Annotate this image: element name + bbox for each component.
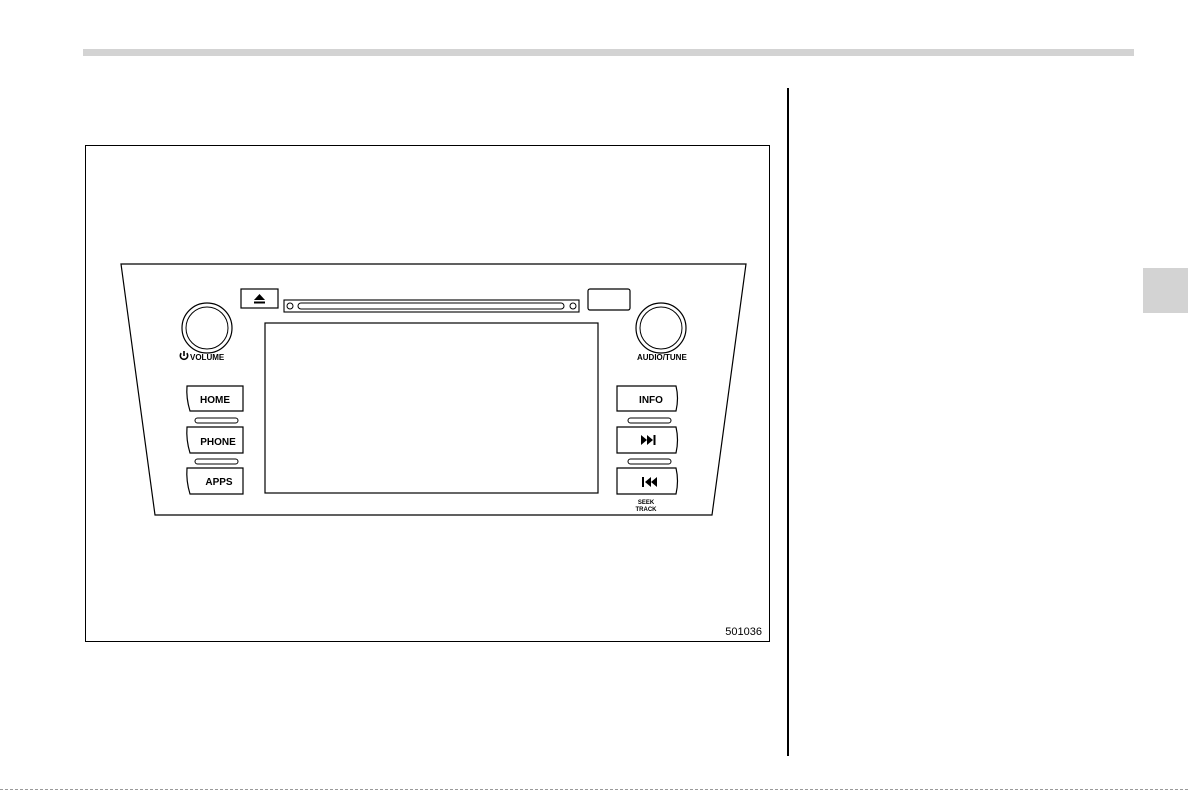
- chapter-tab: [1143, 268, 1188, 313]
- blank-button[interactable]: [588, 289, 630, 310]
- volume-label: VOLUME: [190, 353, 225, 362]
- page-bottom-edge: [0, 789, 1188, 790]
- audio-tune-knob[interactable]: [636, 303, 686, 353]
- audio-panel-diagram: VOLUME AUDIO/TUNE HOME PHONE APPS INFO: [86, 146, 771, 643]
- disc-slot: [284, 300, 579, 312]
- track-label: TRACK: [636, 507, 658, 513]
- info-indicator: [628, 418, 671, 423]
- apps-label: APPS: [205, 477, 233, 488]
- phone-indicator: [195, 459, 238, 464]
- info-label: INFO: [639, 395, 663, 406]
- volume-knob[interactable]: [182, 303, 232, 353]
- display-screen[interactable]: [265, 323, 598, 493]
- column-divider: [787, 88, 789, 756]
- seek-forward-indicator: [628, 459, 671, 464]
- figure-id: 501036: [725, 626, 762, 638]
- audio-tune-label: AUDIO/TUNE: [637, 353, 687, 362]
- home-label: HOME: [200, 395, 230, 406]
- phone-label: PHONE: [200, 437, 236, 448]
- header-rule: [83, 49, 1134, 56]
- figure-frame: VOLUME AUDIO/TUNE HOME PHONE APPS INFO: [85, 145, 770, 642]
- home-indicator: [195, 418, 238, 423]
- seek-label: SEEK: [638, 500, 655, 506]
